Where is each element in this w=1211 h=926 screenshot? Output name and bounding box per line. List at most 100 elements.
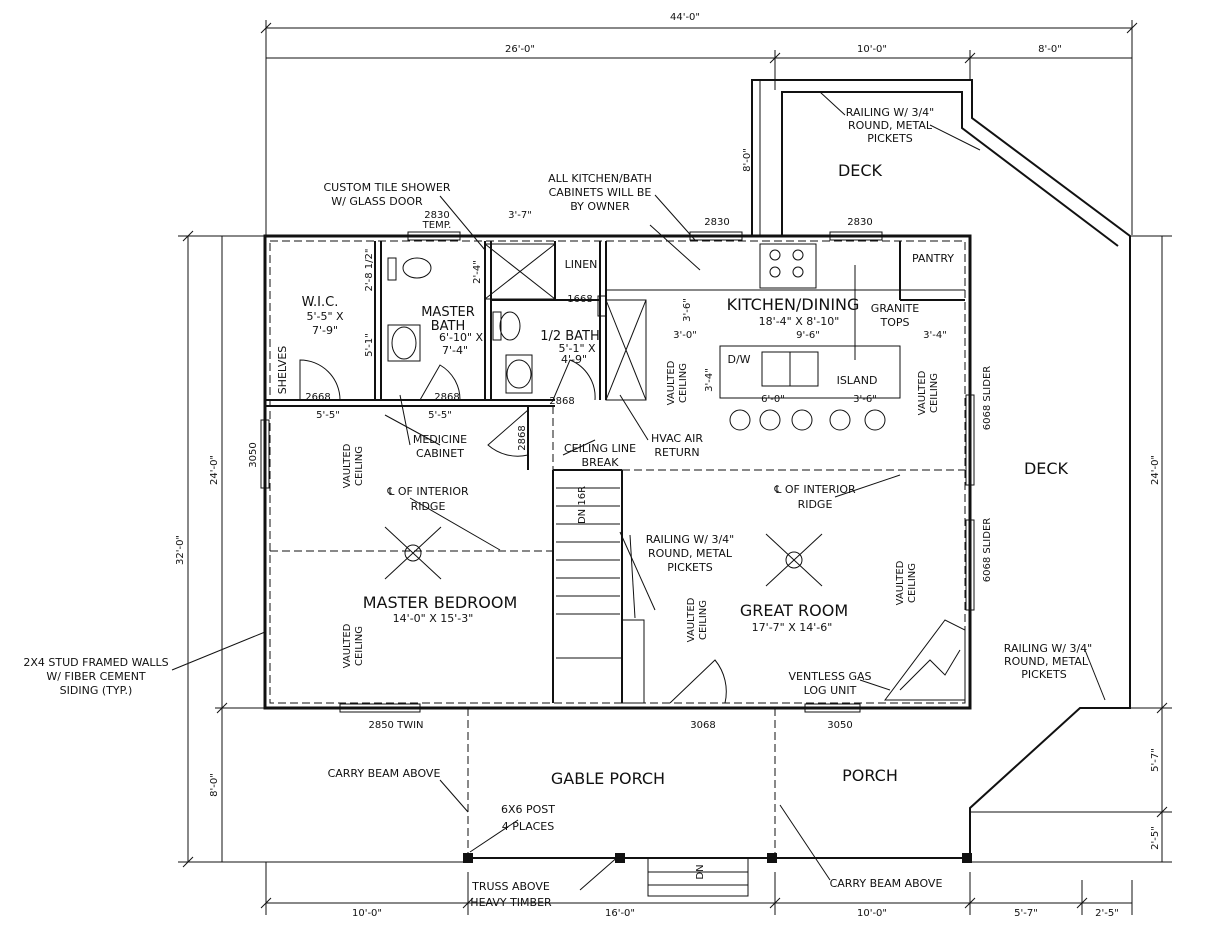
truss-note-a: TRUSS ABOVE [471, 880, 550, 893]
vaulted-2b: CEILING [354, 626, 365, 666]
stair-dn: DN 16R [577, 486, 588, 524]
granite-note-a: GRANITE [871, 302, 919, 315]
kitchen-name: KITCHEN/DINING [727, 295, 860, 314]
deck-upper-label: DECK [838, 161, 883, 180]
ridge-bedroom-b: RIDGE [411, 500, 446, 513]
interior-walls [265, 241, 965, 703]
linen-label: LINEN [565, 258, 598, 271]
post-note-a: 6X6 POST [501, 803, 555, 816]
dimension-lines [178, 20, 1172, 915]
temp-note: TEMP. [422, 220, 452, 231]
window-2830-kitchen-a: 2830 [704, 217, 729, 228]
gas-log-a: VENTLESS GAS [789, 670, 872, 683]
dim-2-4: 2'-4" [472, 260, 483, 284]
vaulted-4a: VAULTED [917, 370, 928, 415]
vaulted-6a: VAULTED [895, 560, 906, 605]
room-labels: W.I.C. 5'-5" X 7'-9" MASTER BATH 6'-10" … [276, 161, 1069, 788]
porch-label: PORCH [842, 766, 898, 785]
door-2868-bath: 2868 [434, 392, 459, 403]
shower-note-a: CUSTOM TILE SHOWER [324, 181, 451, 194]
railing-lower-c: PICKETS [1021, 668, 1066, 681]
shelves-label: SHELVES [276, 346, 289, 395]
ceiling-fan-great-room [765, 533, 823, 587]
left-dim-1: 24'-0" [209, 455, 220, 485]
shower [484, 243, 556, 300]
annotation-notes: RAILING W/ 3/4" ROUND, METAL PICKETS CUS… [23, 106, 1092, 909]
right-dim-2: 5'-7" [1150, 748, 1161, 772]
dw-label: D/W [727, 353, 750, 366]
stud-walls-b: W/ FIBER CEMENT [46, 670, 146, 683]
vaulted-1b: CEILING [354, 446, 365, 486]
dim-9-6: 9'-6" [796, 330, 820, 341]
deck-outline [751, 79, 1131, 862]
deck-depth-dim: 8'-0" [742, 148, 753, 172]
stud-walls-a: 2X4 STUD FRAMED WALLS [23, 656, 168, 669]
dimension-labels: 44'-0" 26'-0" 10'-0" 8'-0" 10'-0" 16'-0"… [175, 12, 1161, 919]
medicine-note-a: MEDICINE [413, 433, 467, 446]
bath-fixtures [387, 257, 533, 394]
railing-stair-b: ROUND, METAL [648, 547, 733, 560]
hvac-note-b: RETURN [654, 446, 699, 459]
railing-upper-c: PICKETS [867, 132, 912, 145]
cabinets-note-c: BY OWNER [570, 200, 630, 213]
stair-treads [556, 487, 645, 704]
window-2850-twin: 2850 TWIN [368, 720, 423, 731]
dim-3-4-v: 3'-4" [704, 368, 715, 392]
overall-depth-dim: 32'-0" [175, 535, 186, 565]
granite-note-b: TOPS [880, 316, 910, 329]
great-room-name: GREAT ROOM [740, 601, 848, 620]
door-2668: 2668 [305, 392, 330, 403]
kitchen-size: 18'-4" X 8'-10" [759, 315, 840, 328]
ridge-great-a: ℄ OF INTERIOR [773, 483, 856, 496]
bottom-dim-5: 2'-5" [1095, 908, 1119, 919]
master-bedroom-size: 14'-0" X 15'-3" [393, 612, 474, 625]
bottom-dim-4: 5'-7" [1014, 908, 1038, 919]
right-dim-3: 2'-5" [1150, 826, 1161, 850]
post-note-b: 4 PLACES [502, 820, 554, 833]
bottom-dim-1: 10'-0" [352, 908, 382, 919]
dim-3-0: 3'-0" [673, 330, 697, 341]
wic-name: W.I.C. [302, 295, 339, 310]
vaulted-5a: VAULTED [686, 597, 697, 642]
ridge-great-b: RIDGE [798, 498, 833, 511]
top-dim-2: 10'-0" [857, 44, 887, 55]
hvac-note-a: HVAC AIR [651, 432, 703, 445]
bottom-dim-2: 16'-0" [605, 908, 635, 919]
fireplace [884, 619, 966, 701]
porch-outline [463, 708, 972, 897]
ceiling-fan-bedroom [384, 526, 442, 580]
master-bedroom-name: MASTER BEDROOM [363, 593, 518, 612]
left-dim-2: 8'-0" [209, 773, 220, 797]
truss-note-b: HEAVY TIMBER [470, 896, 552, 909]
door-3068: 3068 [690, 720, 715, 731]
vaulted-5b: CEILING [698, 600, 709, 640]
vaulted-4b: CEILING [929, 373, 940, 413]
wic-size-b: 7'-9" [312, 324, 338, 337]
window-3050-front: 3050 [827, 720, 852, 731]
dim-6-0: 6'-0" [761, 394, 785, 405]
dim-5-5-b: 5'-5" [428, 410, 452, 421]
slider-lower: 6068 SLIDER [982, 518, 993, 583]
opening-labels: 2830 2830 2830 1668 2668 2868 2868 2868 … [248, 210, 993, 731]
master-bath-name-a: MASTER [421, 305, 475, 320]
carry-beam-left: CARRY BEAM ABOVE [328, 767, 441, 780]
deck-right-label: DECK [1024, 459, 1069, 478]
stud-walls-c: SIDING (TYP.) [60, 684, 133, 697]
overall-width-dim: 44'-0" [670, 12, 700, 23]
carry-beam-right: CARRY BEAM ABOVE [830, 877, 943, 890]
great-room-size: 17'-7" X 14'-6" [752, 621, 833, 634]
door-swings [299, 359, 727, 704]
railing-upper-a: RAILING W/ 3/4" [846, 106, 934, 119]
master-bath-size-b: 7'-4" [442, 344, 468, 357]
railing-stair-a: RAILING W/ 3/4" [646, 533, 734, 546]
windows [260, 231, 975, 713]
bottom-dim-3: 10'-0" [857, 908, 887, 919]
island-label: ISLAND [837, 374, 878, 387]
vaulted-3b: CEILING [678, 363, 689, 403]
dim-3-6-b: 3'-6" [853, 394, 877, 405]
dim-5-5-a: 5'-5" [316, 410, 340, 421]
dim-2-8-half: 2'-8 1/2" [364, 249, 375, 292]
shower-note-b: W/ GLASS DOOR [331, 195, 423, 208]
railing-stair-c: PICKETS [667, 561, 712, 574]
